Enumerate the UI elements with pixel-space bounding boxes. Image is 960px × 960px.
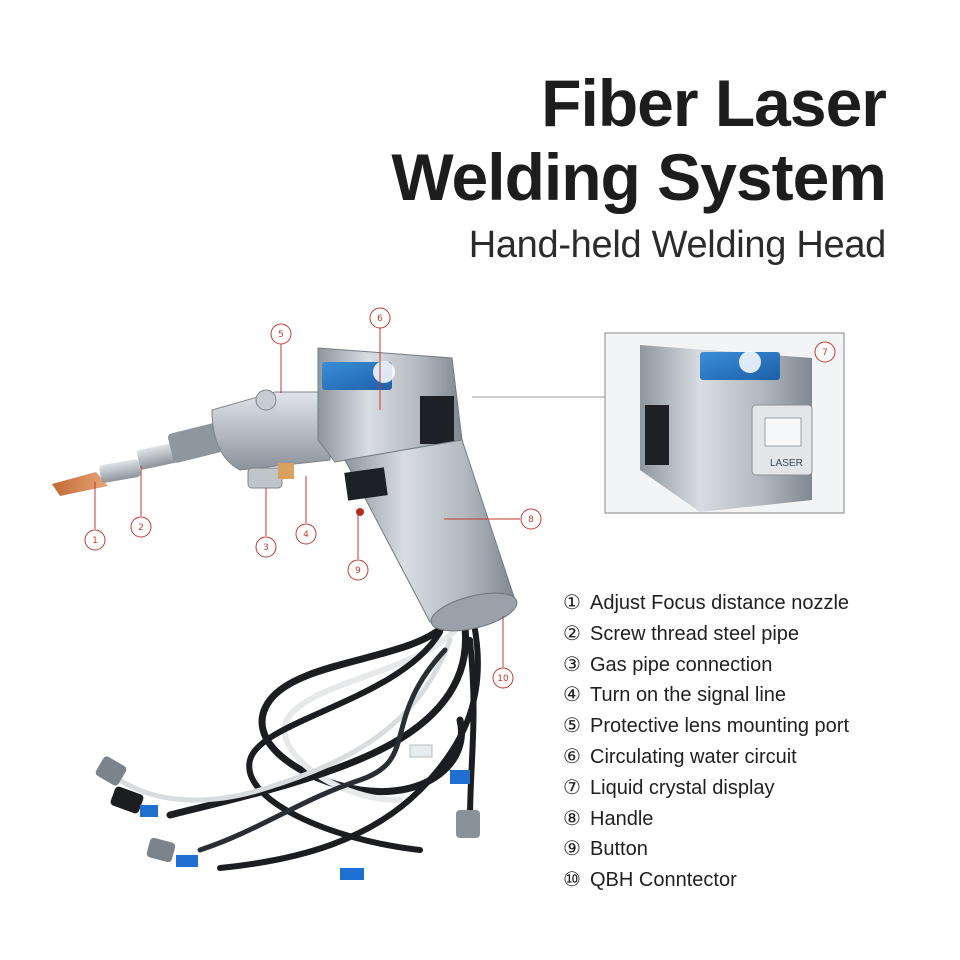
svg-text:7: 7: [822, 348, 828, 358]
svg-text:6: 6: [377, 314, 383, 324]
welding-head: [211, 347, 518, 632]
list-item: ⑨ Button: [563, 834, 849, 865]
list-item: ④ Turn on the signal line: [563, 680, 849, 711]
list-item: ⑦ Liquid crystal display: [563, 773, 849, 804]
list-item: ② Screw thread steel pipe: [563, 619, 849, 650]
svg-text:2: 2: [138, 523, 144, 533]
brand-logo: LASER: [770, 458, 803, 469]
list-item-number: ⑦: [563, 776, 581, 799]
callout-10: 10: [492, 667, 514, 689]
page-subtitle: Hand-held Welding Head: [468, 224, 887, 266]
list-item-label: QBH Conntector: [590, 869, 737, 892]
list-item-label: Adjust Focus distance nozzle: [590, 592, 850, 614]
svg-text:4: 4: [303, 530, 309, 540]
list-item: ⑩ QBH Conntector: [563, 865, 849, 896]
svg-text:10: 10: [497, 674, 509, 684]
callout-3: 3: [255, 536, 277, 558]
list-item-number: ①: [563, 592, 581, 614]
list-item: ⑧ Handle: [563, 804, 849, 835]
list-item-number: ⑥: [563, 745, 581, 768]
svg-text:8: 8: [528, 515, 534, 525]
list-item-label: Handle: [590, 807, 654, 830]
list-item: ③ Gas pipe connection: [563, 650, 849, 681]
page-title: Fiber Laser Welding System: [391, 66, 887, 214]
list-item-number: ③: [563, 653, 581, 676]
cable-bundle: [117, 621, 481, 871]
svg-text:9: 9: [355, 566, 361, 576]
list-item-number: ⑧: [563, 807, 581, 830]
list-item-number: ⑨: [563, 838, 581, 861]
list-item: ⑥ Circulating water circuit: [563, 742, 849, 773]
feature-list: ① Adjust Focus distance nozzle ② Screw thr…: [563, 588, 849, 896]
svg-text:5: 5: [278, 330, 284, 340]
title-line-2: Welding System: [391, 140, 887, 214]
title-line-1: Fiber Laser: [541, 66, 887, 140]
list-item-number: ④: [563, 684, 581, 707]
callout-7: 7: [814, 341, 836, 363]
callout-1: 1: [84, 529, 106, 551]
callout-leaders: [94, 328, 520, 667]
list-item-number: ⑤: [563, 715, 581, 738]
list-item-label: Liquid crystal display: [590, 776, 775, 799]
list-item-label: Screw thread steel pipe: [590, 622, 800, 645]
callout-6: 6: [369, 307, 391, 329]
svg-text:3: 3: [263, 543, 269, 553]
callout-2: 2: [130, 516, 152, 538]
list-item-number: ⑩: [563, 869, 581, 892]
svg-text:1: 1: [92, 536, 98, 546]
list-item-label: Turn on the signal line: [590, 684, 787, 707]
list-item-label: Button: [590, 838, 648, 861]
cable-connectors: [95, 744, 480, 880]
list-item-number: ②: [563, 622, 581, 645]
display-inset: LASER: [472, 332, 845, 514]
list-item: ① Adjust Focus distance nozzle: [563, 588, 849, 619]
list-item-label: Circulating water circuit: [590, 745, 797, 768]
callouts: 1 2 3 4 5 6 7 8 9 10: [84, 307, 836, 689]
list-item-label: Protective lens mounting port: [590, 715, 850, 738]
callout-9: 9: [347, 559, 369, 581]
list-item: ⑤ Protective lens mounting port: [563, 711, 849, 742]
nozzle: [52, 423, 223, 496]
callout-5: 5: [270, 323, 292, 345]
list-item-label: Gas pipe connection: [590, 653, 773, 676]
callout-8: 8: [520, 508, 542, 530]
callout-4: 4: [295, 523, 317, 545]
